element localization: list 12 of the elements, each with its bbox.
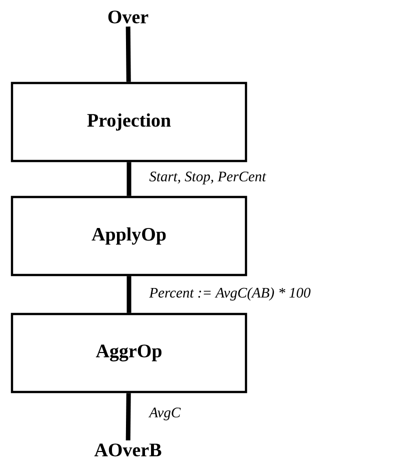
connector-line (126, 276, 132, 313)
stream-label: AOverB (94, 444, 162, 456)
connector-line (126, 162, 132, 196)
edge-label: Percent := AvgC(AB) * 100 (149, 287, 310, 301)
process-box: AggrOp (10, 312, 248, 394)
edge-label: AvgC (148, 408, 181, 420)
stream-label: Over (108, 10, 148, 24)
process-box: ApplyOp (10, 196, 248, 276)
process-box: Projection (10, 82, 248, 162)
edge-label: Start, Stop, PerCent (149, 172, 266, 184)
connector-line (126, 393, 131, 440)
connector-line (126, 26, 131, 82)
